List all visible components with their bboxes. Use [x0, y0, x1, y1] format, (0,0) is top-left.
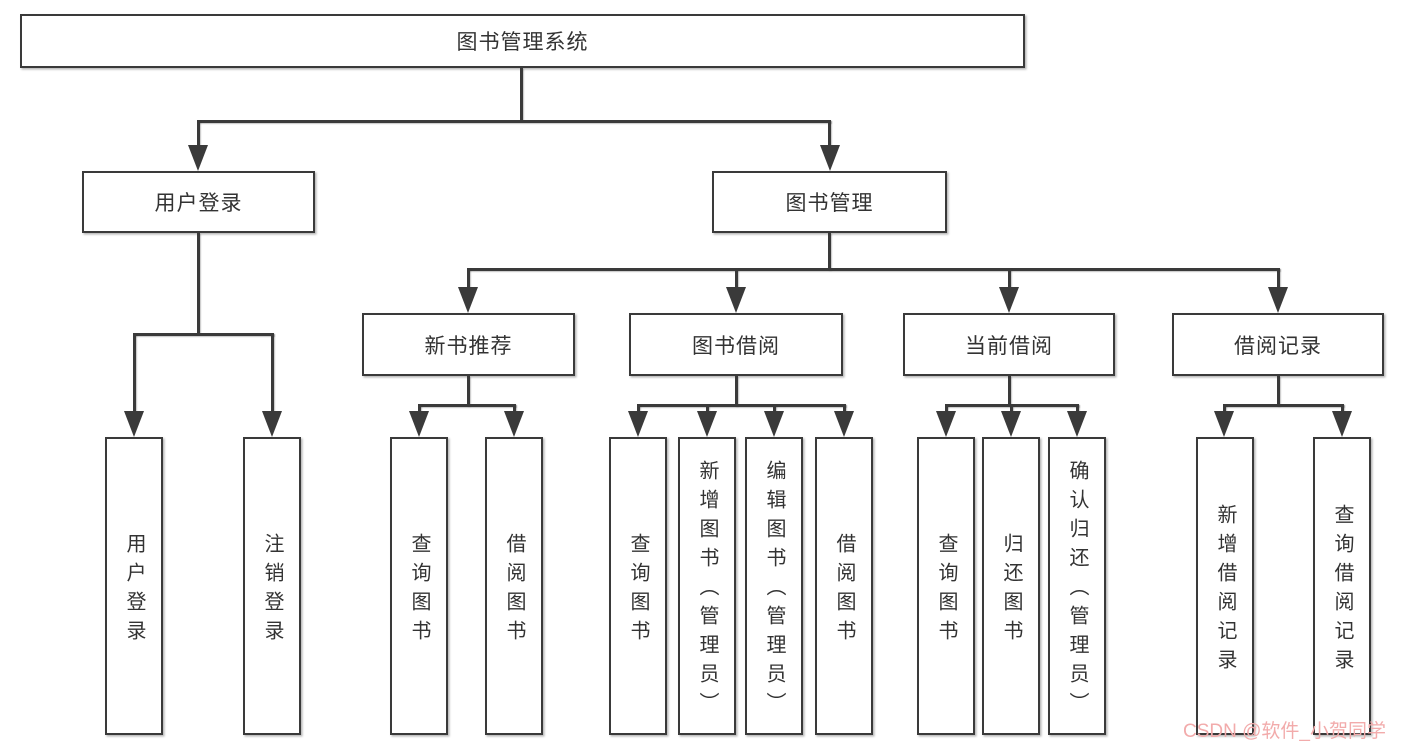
arrowhead-down-icon [628, 411, 648, 437]
leaf-bb-borrow-books-label: 借阅图书 [833, 532, 855, 649]
arrowhead-down-icon [999, 287, 1019, 313]
node-new-book-rec: 新书推荐 [362, 313, 575, 376]
leaf-user-login: 用户登录 [105, 437, 163, 735]
leaf-logout: 注销登录 [243, 437, 301, 735]
leaf-rec-query-books: 查询图书 [390, 437, 448, 735]
connector-line [418, 404, 421, 416]
connector-line [773, 404, 776, 416]
node-book-mgmt: 图书管理 [712, 171, 947, 233]
leaf-br-query-record: 查询借阅记录 [1313, 437, 1371, 735]
arrowhead-down-icon [1332, 411, 1352, 437]
arrowhead-down-icon [409, 411, 429, 437]
connector-line [197, 120, 831, 123]
arrowhead-down-icon [936, 411, 956, 437]
leaf-bb-add-books-label: 新增图书（管理员） [696, 460, 718, 721]
connector-line [1010, 404, 1013, 416]
connector-line [1223, 404, 1344, 407]
leaf-cb-return-books: 归还图书 [982, 437, 1040, 735]
connector-line [945, 404, 948, 416]
connector-line [828, 120, 831, 150]
connector-line [520, 68, 523, 121]
leaf-logout-label: 注销登录 [261, 532, 283, 649]
arrowhead-down-icon [764, 411, 784, 437]
connector-line [418, 404, 516, 407]
connector-line [197, 233, 200, 334]
leaf-cb-return-books-label: 归还图书 [1000, 532, 1022, 649]
leaf-bb-add-books: 新增图书（管理员） [678, 437, 736, 735]
arrowhead-down-icon [1214, 411, 1234, 437]
connector-line [706, 404, 709, 416]
connector-line [1277, 268, 1280, 293]
connector-line [467, 376, 470, 406]
node-current-borrow-label: 当前借阅 [965, 334, 1053, 358]
node-user-login-label: 用户登录 [154, 192, 243, 215]
leaf-bb-borrow-books: 借阅图书 [815, 437, 873, 735]
leaf-bb-edit-books-label: 编辑图书（管理员） [763, 460, 785, 721]
connector-line [467, 268, 470, 293]
connector-line [1277, 376, 1280, 406]
connector-line [1076, 404, 1079, 416]
connector-line [735, 268, 738, 293]
arrowhead-down-icon [1268, 287, 1288, 313]
leaf-cb-query-books-label: 查询图书 [935, 532, 957, 649]
arrowhead-down-icon [834, 411, 854, 437]
connector-line [843, 404, 846, 416]
node-borrow-records-label: 借阅记录 [1234, 334, 1322, 358]
arrowhead-down-icon [697, 411, 717, 437]
node-book-borrow-label: 图书借阅 [692, 334, 780, 358]
connector-line [637, 404, 640, 416]
connector-line [513, 404, 516, 416]
node-book-mgmt-label: 图书管理 [785, 192, 874, 215]
leaf-cb-query-books: 查询图书 [917, 437, 975, 735]
node-root: 图书管理系统 [20, 14, 1025, 68]
leaf-rec-borrow-books-label: 借阅图书 [503, 532, 525, 649]
connector-line [197, 120, 200, 150]
connector-line [637, 404, 846, 407]
arrowhead-down-icon [458, 287, 478, 313]
arrowhead-down-icon [124, 411, 144, 437]
arrowhead-down-icon [1067, 411, 1087, 437]
arrowhead-down-icon [726, 287, 746, 313]
connector-line [1008, 268, 1011, 293]
connector-line [1008, 376, 1011, 406]
arrowhead-down-icon [820, 145, 840, 171]
leaf-br-add-record: 新增借阅记录 [1196, 437, 1254, 735]
node-new-book-rec-label: 新书推荐 [424, 334, 513, 358]
connector-line [467, 268, 1280, 271]
node-root-label: 图书管理系统 [456, 31, 589, 54]
leaf-bb-query-books-label: 查询图书 [627, 532, 649, 649]
arrowhead-down-icon [188, 145, 208, 171]
leaf-cb-confirm-return: 确认归还（管理员） [1048, 437, 1106, 735]
node-current-borrow: 当前借阅 [903, 313, 1115, 376]
node-borrow-records: 借阅记录 [1172, 313, 1384, 376]
connector-line [133, 333, 274, 336]
connector-line [1341, 404, 1344, 416]
connector-line [828, 233, 831, 270]
arrowhead-down-icon [262, 411, 282, 437]
leaf-user-login-label: 用户登录 [123, 532, 145, 649]
connector-line [271, 333, 274, 415]
leaf-rec-borrow-books: 借阅图书 [485, 437, 543, 735]
leaf-br-add-record-label: 新增借阅记录 [1214, 503, 1236, 678]
leaf-cb-confirm-return-label: 确认归还（管理员） [1066, 460, 1088, 721]
leaf-rec-query-books-label: 查询图书 [408, 532, 430, 649]
connector-line [735, 376, 738, 406]
connector-line [1223, 404, 1226, 416]
arrowhead-down-icon [504, 411, 524, 437]
leaf-bb-edit-books: 编辑图书（管理员） [745, 437, 803, 735]
leaf-br-query-record-label: 查询借阅记录 [1331, 503, 1353, 678]
node-book-borrow: 图书借阅 [629, 313, 843, 376]
connector-line [133, 333, 136, 415]
leaf-bb-query-books: 查询图书 [609, 437, 667, 735]
arrowhead-down-icon [1001, 411, 1021, 437]
csdn-watermark: CSDN @软件_小贺同学 [1183, 721, 1386, 742]
node-user-login: 用户登录 [82, 171, 315, 233]
